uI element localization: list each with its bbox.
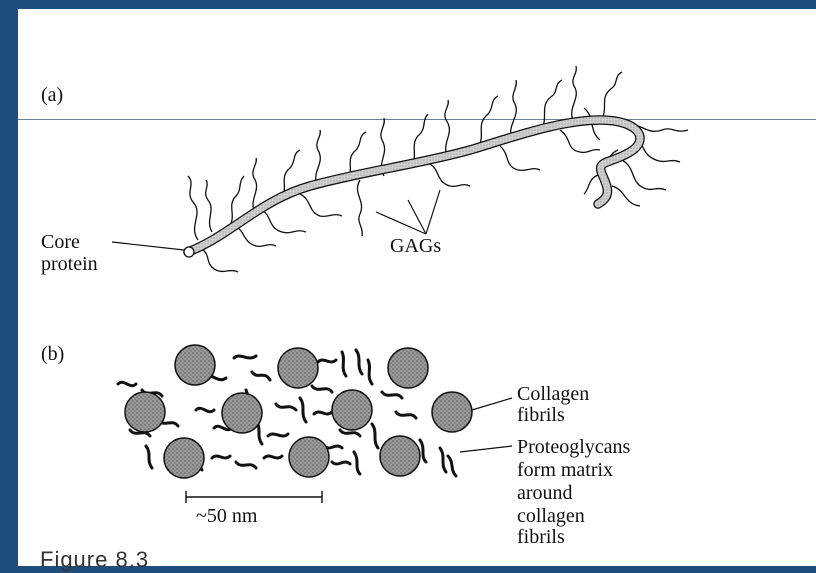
- scale-bar: [186, 491, 322, 503]
- proteoglycan-label-line5: fibrils: [517, 527, 565, 547]
- proteoglycan-label-line4: collagen: [517, 506, 585, 526]
- scale-bar-label: ~50 nm: [196, 506, 257, 526]
- proteoglycan-label-line2: form matrix: [517, 460, 613, 480]
- core-protein-label-line2: protein: [41, 254, 98, 274]
- proteoglycan-label-line1: Proteoglycans: [517, 437, 630, 457]
- panel-b-label: (b): [41, 344, 64, 364]
- core-protein-label-line1: Core: [41, 232, 80, 252]
- collagen-label-line1: Collagen: [517, 384, 589, 404]
- core-protein-strand: [188, 120, 640, 252]
- figure-caption: Figure 8.3: [40, 547, 149, 573]
- proteoglycan-label-line3: around: [517, 483, 573, 503]
- panel-a-label: (a): [41, 85, 63, 105]
- collagen-fibrils: [125, 345, 472, 478]
- gags-label: GAGs: [390, 236, 441, 256]
- core-protein-end: [184, 247, 194, 257]
- collagen-label-line2: fibrils: [517, 405, 565, 425]
